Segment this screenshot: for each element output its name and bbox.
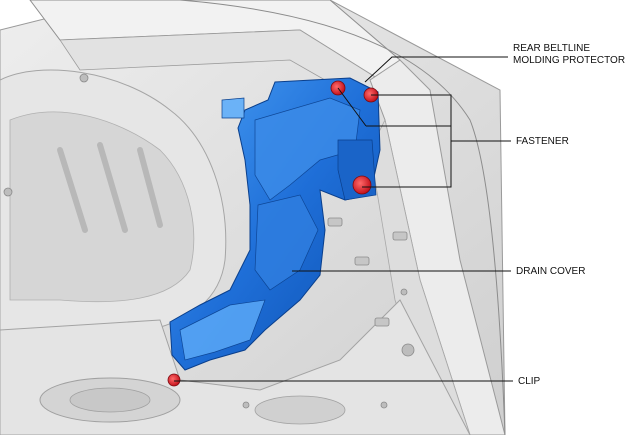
label-drain-cover: DRAIN COVER [516, 266, 586, 277]
label-rear-beltline-line2: MOLDING PROTECTOR [513, 55, 626, 66]
label-rear-beltline-molding-protector: REAR BELTLINE MOLDING PROTECTOR [513, 43, 625, 67]
label-clip: CLIP [518, 376, 541, 387]
fastener-markers [167, 80, 379, 387]
leader-rear-beltline [364, 56, 508, 83]
label-rear-beltline-line1: REAR BELTLINE [513, 43, 591, 54]
leader-fastener-mid [337, 87, 367, 127]
leader-lines [174, 56, 513, 382]
label-fastener: FASTENER [516, 136, 569, 147]
fastener-3 [352, 175, 372, 195]
clip-marker [167, 373, 181, 387]
